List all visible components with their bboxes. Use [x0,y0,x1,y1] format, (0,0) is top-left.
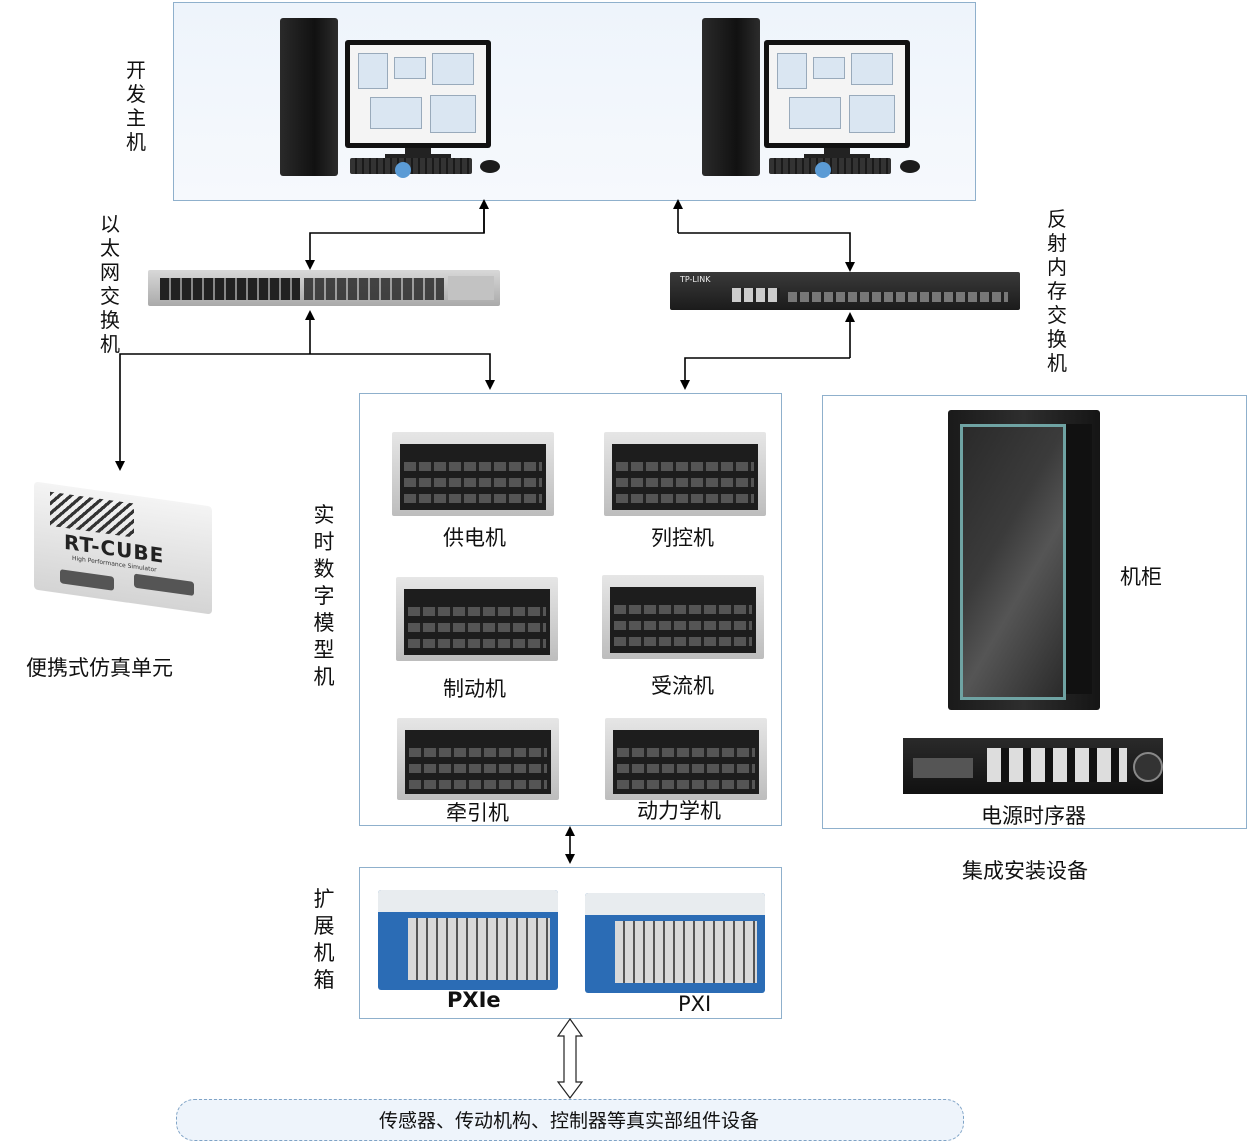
link-ethernet-rtmodel [310,353,495,390]
reflective-memory-switch-label: 反射内存交换机 [1047,207,1067,375]
connection-point [815,162,831,178]
expansion-chassis-label: 扩展机箱 [313,887,335,992]
server-label: 动力学机 [637,799,721,823]
install-equipment-label: 集成安装设备 [962,859,1088,883]
power-sequencer-label: 电源时序器 [981,804,1086,828]
rt-model-label: 实时数字模型机 [313,503,335,689]
server-label: 受流机 [651,674,714,698]
portable-sim-unit-label: 便携式仿真单元 [26,656,173,680]
server-traction [397,718,559,800]
link-host1-ethernet [305,206,485,270]
dev-host-computer-1 [280,18,505,180]
cabinet-label: 机柜 [1120,565,1162,589]
ethernet-switch-label: 以太网交换机 [100,212,120,356]
cabinet-device [948,410,1100,710]
chassis-label: PXIe [447,988,501,1012]
server-current-collection [602,575,764,659]
power-sequencer-device [903,738,1163,794]
server-label: 牵引机 [446,801,509,825]
reflective-memory-switch-device: TP-LINK [670,272,1020,310]
link-host2-reflective [678,232,855,272]
connection-point [395,162,411,178]
server-label: 制动机 [443,677,506,701]
tplink-logo: TP-LINK [680,275,711,284]
link-reflective-rtmodel [680,357,850,390]
server-train-control [604,432,766,516]
pxi-chassis [585,893,765,993]
pxie-chassis [378,890,558,990]
link-expansion-real-devices [556,1017,584,1099]
dev-host-computer-2 [702,18,927,180]
real-devices-label: 传感器、传动机构、控制器等真实部组件设备 [378,1110,759,1132]
ethernet-switch-device [148,270,500,306]
server-dynamics [605,718,767,800]
server-braking [396,577,558,661]
server-label: 列控机 [651,526,714,550]
dev-host-label: 开发主机 [126,58,146,154]
real-devices-box [176,1099,964,1141]
rt-cube-device: RT-CUBE High Performance Simulator [34,481,212,615]
server-power-supply [392,432,554,516]
link-ethernet-rtcube [115,353,310,471]
server-label: 供电机 [443,526,506,550]
chassis-label: PXI [678,992,712,1016]
